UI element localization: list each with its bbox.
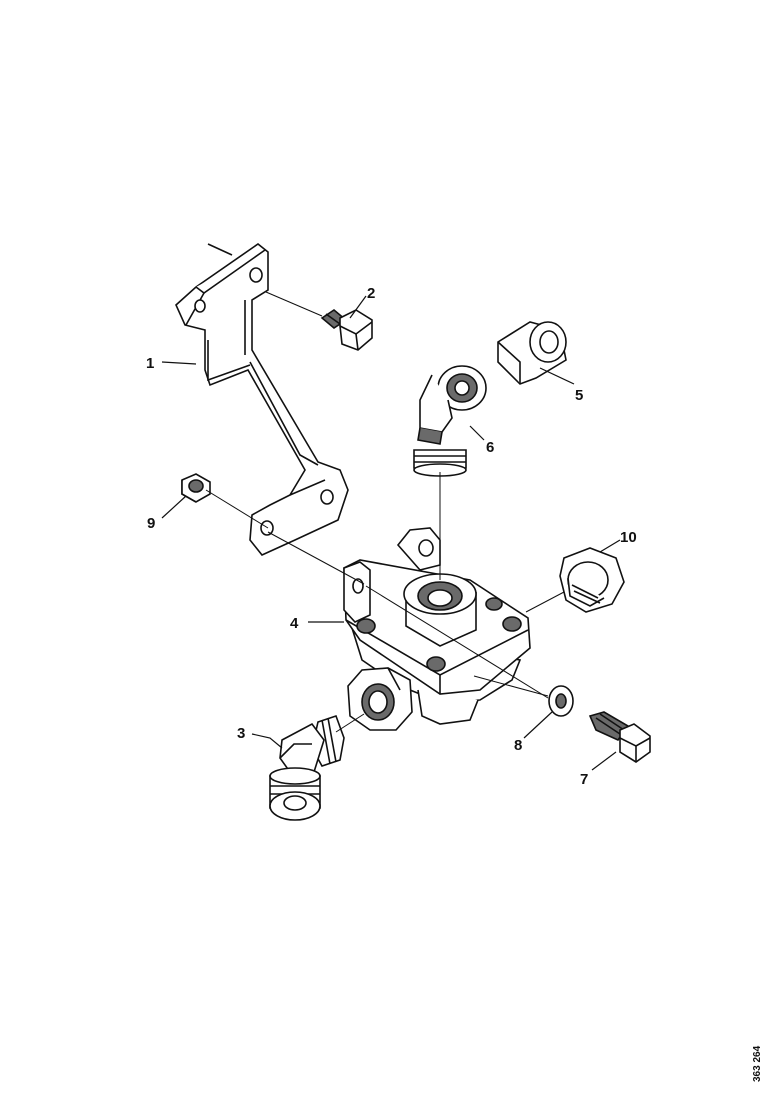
washer-part-8 (548, 685, 574, 717)
plug-part-10 (559, 547, 625, 613)
leader-lines (161, 295, 621, 771)
valve-body-part-4 (343, 527, 531, 731)
nut-part-9 (181, 473, 211, 503)
bracket-part (175, 243, 349, 556)
cap-part-5 (497, 321, 567, 385)
callout-10: 10 (620, 529, 637, 546)
callout-8: 8 (514, 737, 522, 754)
callout-4: 4 (290, 615, 299, 632)
callout-2: 2 (367, 285, 375, 302)
callout-3: 3 (237, 725, 245, 742)
hex-bolt-part-7 (588, 711, 651, 763)
callout-1: 1 (146, 355, 154, 372)
callout-labels: 1 2 3 4 5 6 7 8 9 10 (146, 285, 637, 788)
hex-bolt-part-2 (320, 309, 373, 351)
elbow-fitting-part-3 (269, 714, 345, 821)
callout-5: 5 (575, 387, 583, 404)
assembly-lines (205, 291, 565, 733)
callout-9: 9 (147, 515, 155, 532)
callout-7: 7 (580, 771, 588, 788)
callout-6: 6 (486, 439, 494, 456)
reference-code: 363 264 (752, 1045, 763, 1082)
elbow-fitting-part-6 (413, 365, 487, 477)
